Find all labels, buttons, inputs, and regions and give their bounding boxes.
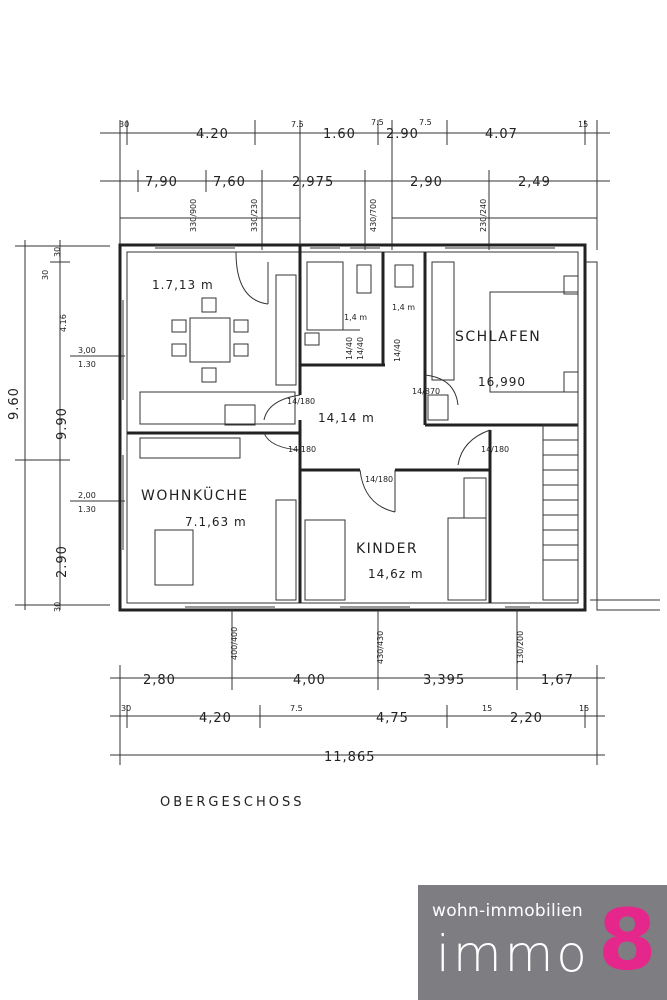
dim-top1-8: 15: [578, 120, 588, 129]
dim-top2-0: 7,90: [145, 175, 178, 190]
bathtub: [306, 261, 344, 331]
door-label-6: 14/40: [356, 337, 365, 360]
dim-left-6: 4.16: [59, 314, 68, 332]
nightstand: [563, 275, 579, 295]
dim-bottom2-5: 2,20: [510, 711, 543, 726]
dim-top1-5: 2.90: [386, 127, 419, 142]
exterior-walls: [118, 217, 660, 612]
doors: [235, 251, 491, 513]
logo-tagline: wohn-immobilien: [432, 901, 583, 921]
toilet: [356, 264, 372, 294]
floor-title: OBERGESCHOSS: [160, 795, 305, 810]
nightstand: [563, 371, 579, 393]
window-label-top-0: 330/900: [189, 199, 198, 232]
bottom-dimension-lines: [110, 610, 605, 765]
bedroom-area: 16,990: [478, 375, 526, 389]
windows: [122, 244, 555, 608]
door-label-5: 14/40: [345, 337, 354, 360]
dim-top2-1: 7,60: [213, 175, 246, 190]
wc-toilet: [394, 264, 414, 288]
dining-area-label: 1.7,13 m: [152, 278, 214, 292]
window-label-top-3: 230/240: [479, 199, 488, 232]
company-logo: wohn-immobilien immo 8: [418, 885, 667, 1000]
dim-bottom2-6: 15: [579, 704, 589, 713]
bath-area-label: 1,4 m: [344, 313, 367, 322]
dim-top2-2: 2,975: [292, 175, 334, 190]
kids-shelf: [463, 477, 487, 519]
dim-top1-4: 7.5: [371, 118, 384, 127]
kids-desk: [447, 517, 487, 601]
dim-top2-4: 2,49: [518, 175, 551, 190]
door-label-1: 14/180: [288, 445, 316, 454]
window-label-left-1: 1.30: [78, 360, 96, 369]
dresser: [427, 394, 449, 421]
kitchen-counter: [139, 437, 241, 459]
dining-table-set: [171, 297, 249, 383]
dim-top1-1: 4.20: [196, 127, 229, 142]
left-dimension-lines: [15, 240, 110, 610]
door-label-2: 14/180: [481, 445, 509, 454]
wardrobe: [431, 261, 455, 381]
dim-left-0: 9.60: [7, 387, 22, 420]
sofa: [154, 529, 194, 586]
living-area: 7.1,63 m: [185, 515, 247, 529]
window-label-bottom-1: 430/430: [376, 631, 385, 664]
dim-left-4: 30: [41, 270, 50, 280]
door-label-7: 14/40: [393, 339, 402, 362]
window-label-left-3: 1.30: [78, 505, 96, 514]
dim-top1-2: 7.5: [291, 120, 304, 129]
kids-area: 14,6z m: [368, 567, 424, 581]
dim-bottom2-0: 30: [121, 704, 131, 713]
dim-total: 11,865: [324, 750, 376, 765]
dim-left-1: 9.90: [55, 407, 70, 440]
window-label-bottom-0: 400/400: [230, 627, 239, 660]
dim-top1-3: 1.60: [323, 127, 356, 142]
dim-bottom2-2: 7.5: [290, 704, 303, 713]
window-label-top-2: 430/700: [369, 199, 378, 232]
dim-bottom2-3: 4,75: [376, 711, 409, 726]
hall-area: 14,14 m: [318, 411, 375, 425]
dim-left-2: 2.90: [55, 545, 70, 578]
dim-bottom1-0: 2,80: [143, 673, 176, 688]
door-label-0: 14/180: [287, 397, 315, 406]
cabinet: [224, 404, 256, 426]
dim-bottom2-1: 4,20: [199, 711, 232, 726]
sideboard: [139, 391, 296, 425]
dim-bottom1-2: 3,395: [423, 673, 465, 688]
double-bed: [489, 291, 579, 393]
washbasin: [304, 332, 320, 346]
dim-left-5: 30: [53, 602, 62, 612]
dim-top2-3: 2,90: [410, 175, 443, 190]
kids-bed: [304, 519, 346, 601]
dim-top1-6: 7.5: [419, 118, 432, 127]
wc-area-label: 1,4 m: [392, 303, 415, 312]
living-name: WOHNKÜCHE: [141, 486, 249, 504]
dim-bottom2-4: 15: [482, 704, 492, 713]
logo-word: immo: [436, 925, 590, 983]
top-dimension-lines: [100, 120, 610, 250]
dim-top1-7: 4.07: [485, 127, 518, 142]
window-label-left-0: 3,00: [78, 346, 96, 355]
dim-bottom1-1: 4,00: [293, 673, 326, 688]
window-label-left-2: 2,00: [78, 491, 96, 500]
door-label-4: 14/180: [365, 475, 393, 484]
window-label-top-1: 330/230: [250, 199, 259, 232]
shelf: [275, 274, 297, 386]
staircase: [542, 424, 579, 601]
bedroom-name: SCHLAFEN: [455, 329, 541, 345]
dim-left-3: 30: [53, 247, 62, 257]
logo-number: 8: [598, 891, 657, 989]
window-label-bottom-2: 130/200: [516, 631, 525, 664]
dim-top1-0: 30: [119, 120, 129, 129]
door-label-3: 14/370: [412, 387, 440, 396]
kitchen-unit: [275, 499, 297, 601]
dim-bottom1-3: 1,67: [541, 673, 574, 688]
kids-name: KINDER: [356, 541, 418, 557]
